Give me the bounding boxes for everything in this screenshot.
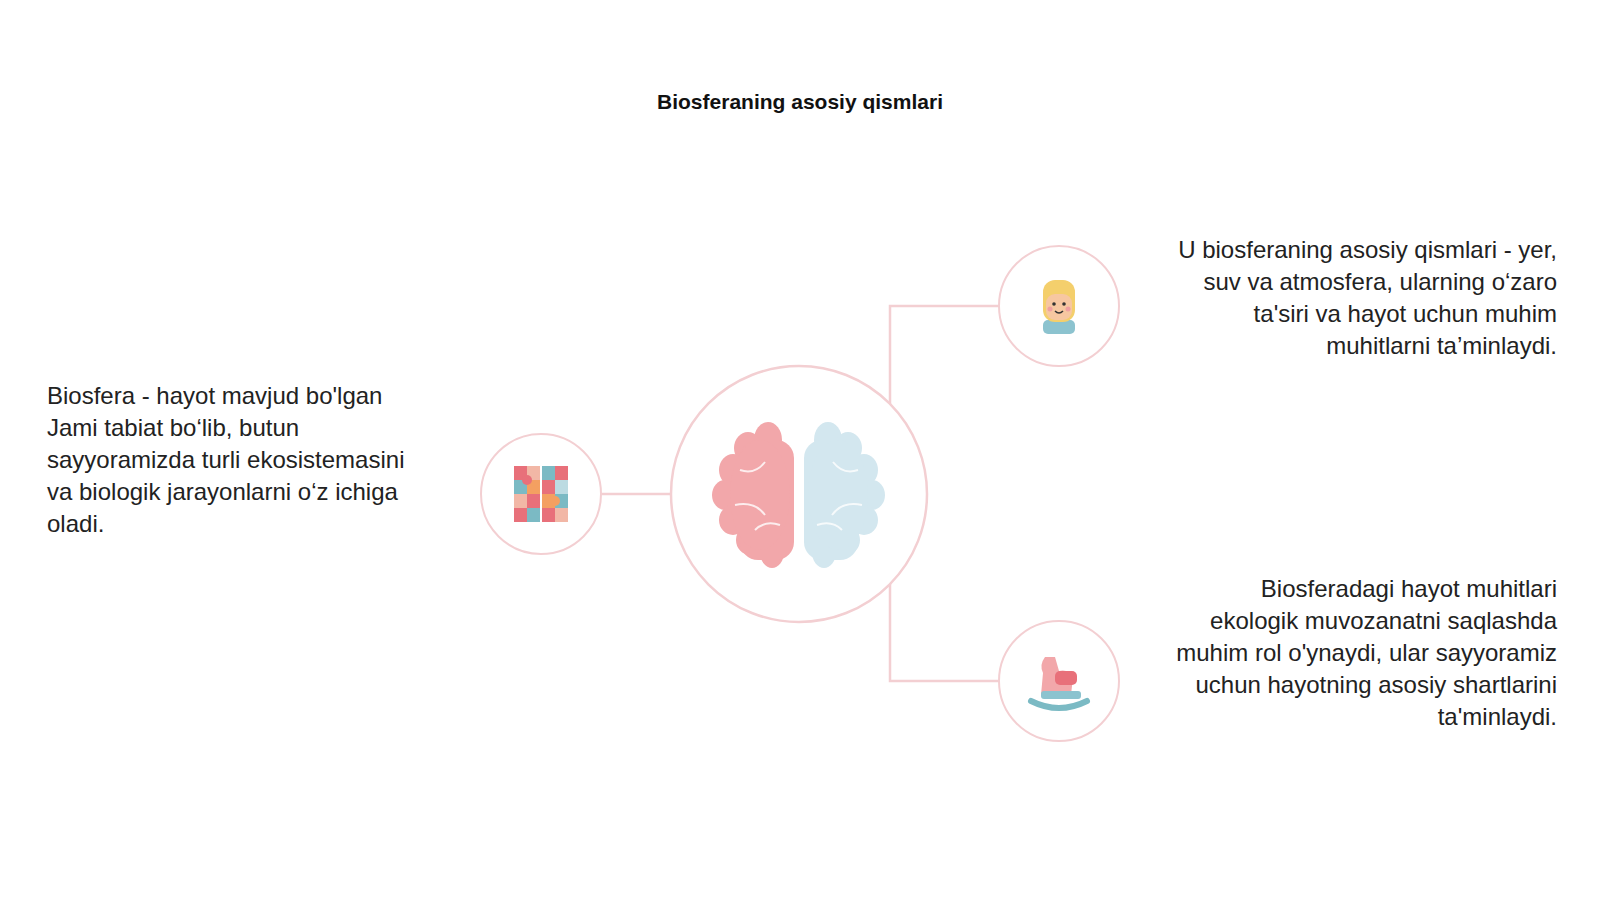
brain-icon (712, 422, 885, 568)
leader-line (602, 493, 672, 496)
diagram-title: Biosferaning asosiy qismlari (0, 90, 1600, 114)
leader-line (890, 306, 1000, 404)
leader-line (890, 584, 1000, 681)
description-text: Biosfera - hayot mavjud bo'lgan Jami tab… (47, 380, 422, 540)
icon-circle-node: Biosferadagi hayot muhitlari ekologik mu… (998, 620, 1120, 742)
center-circle (671, 366, 927, 622)
description-text: U biosferaning asosiy qismlari - yer, su… (1152, 234, 1557, 362)
icon-circle-node: Biosfera - hayot mavjud bo'lgan Jami tab… (480, 433, 602, 555)
icon-circle-node: U biosferaning asosiy qismlari - yer, su… (998, 245, 1120, 367)
node-icon (1000, 247, 1118, 365)
description-text: Biosferadagi hayot muhitlari ekologik mu… (1167, 573, 1557, 733)
node-icon (1000, 622, 1118, 740)
node-icon (482, 435, 600, 553)
